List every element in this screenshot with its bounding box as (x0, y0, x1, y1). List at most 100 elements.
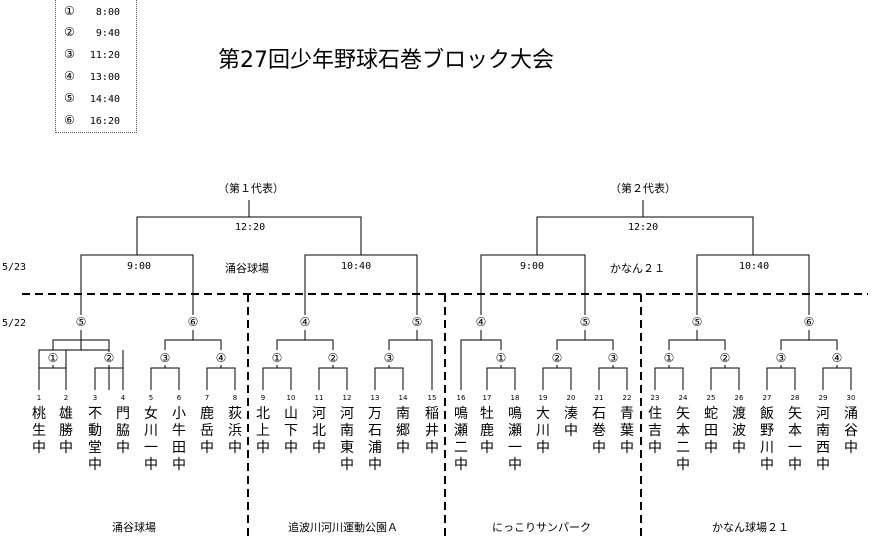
team-index: 22 (622, 394, 632, 402)
team-name: 石巻中 (592, 406, 606, 456)
team-name: 涌谷中 (844, 406, 858, 456)
team-name: 蛇田中 (704, 406, 718, 456)
game-number: ⑤ (74, 315, 88, 329)
game-number: ② (326, 351, 340, 365)
team-index: 30 (846, 394, 856, 402)
team-name: 住吉中 (648, 406, 662, 456)
team-index: 21 (594, 394, 604, 402)
venue-5-23-right: かなん２１ (610, 262, 665, 275)
team-name: 牡鹿中 (480, 406, 494, 456)
team-index: 15 (427, 394, 437, 402)
game-number: ② (102, 351, 116, 365)
semi-time: 10:40 (341, 261, 372, 272)
game-number: ③ (158, 351, 172, 365)
team-index: 25 (706, 394, 716, 402)
team-name: 北上中 (256, 406, 270, 456)
final-time-1: 12:20 (235, 222, 266, 233)
venue-label: 涌谷球場 (112, 521, 156, 534)
game-number: ④ (214, 351, 228, 365)
team-name: 河南東中 (340, 406, 354, 473)
team-index: 2 (63, 394, 69, 402)
team-name: 河南西中 (816, 406, 830, 473)
team-name: 鳴瀬二中 (454, 406, 468, 473)
game-number: ① (270, 351, 284, 365)
team-name: 桃生中 (32, 406, 46, 456)
venue-label: 追波川河川運動公園Ａ (288, 521, 398, 534)
team-index: 13 (370, 394, 380, 402)
rep-2-label: （第２代表） (610, 182, 676, 195)
team-index: 28 (790, 394, 800, 402)
team-index: 4 (120, 394, 126, 402)
team-index: 1 (36, 394, 42, 402)
team-name: 湊中 (564, 406, 578, 439)
team-index: 17 (482, 394, 492, 402)
final-time-2: 12:20 (628, 222, 659, 233)
team-index: 8 (232, 394, 238, 402)
game-number: ③ (774, 351, 788, 365)
page-title: 第27回少年野球石巻ブロック大会 (218, 48, 554, 73)
game-number: ① (662, 351, 676, 365)
game-number: ③ (606, 351, 620, 365)
team-name: 矢本一中 (788, 406, 802, 473)
rep-1-label: （第１代表） (218, 182, 284, 195)
team-index: 7 (204, 394, 210, 402)
team-index: 3 (92, 394, 98, 402)
team-name: 女川一中 (144, 406, 158, 473)
team-name: 河北中 (312, 406, 326, 456)
team-index: 11 (314, 394, 324, 402)
team-index: 20 (566, 394, 576, 402)
team-index: 12 (342, 394, 352, 402)
team-index: 5 (148, 394, 154, 402)
team-index: 16 (456, 394, 466, 402)
team-name: 南郷中 (396, 406, 410, 456)
game-number: ⑤ (410, 315, 424, 329)
venue-label: かなん球場２１ (712, 521, 789, 534)
venue-label: にっこりサンパーク (492, 521, 591, 534)
team-name: 万石浦中 (368, 406, 382, 473)
team-name: 山下中 (284, 406, 298, 456)
team-name: 大川中 (536, 406, 550, 456)
team-name: 青葉中 (620, 406, 634, 456)
team-index: 27 (762, 394, 772, 402)
team-index: 6 (176, 394, 182, 402)
game-number: ① (46, 351, 60, 365)
date-5-23: 5/23 (2, 262, 27, 273)
semi-time: 9:00 (127, 261, 152, 272)
team-index: 19 (538, 394, 548, 402)
team-name: 門脇中 (116, 406, 130, 456)
game-number: ⑤ (578, 315, 592, 329)
game-number: ② (718, 351, 732, 365)
team-index: 23 (650, 394, 660, 402)
game-number: ③ (382, 351, 396, 365)
team-index: 18 (510, 394, 520, 402)
team-name: 飯野川中 (760, 406, 774, 473)
game-number: ⑥ (802, 315, 816, 329)
venue-5-23-left: 涌谷球場 (225, 262, 269, 275)
game-number: ① (494, 351, 508, 365)
team-index: 29 (818, 394, 828, 402)
team-name: 鳴瀬一中 (508, 406, 522, 473)
game-number: ⑥ (186, 315, 200, 329)
team-name: 雄勝中 (59, 406, 73, 456)
team-index: 10 (286, 394, 296, 402)
team-name: 鹿岳中 (200, 406, 214, 456)
semi-time: 9:00 (520, 261, 545, 272)
game-number: ④ (298, 315, 312, 329)
game-number: ④ (474, 315, 488, 329)
team-index: 14 (398, 394, 408, 402)
game-number: ④ (830, 351, 844, 365)
game-number: ② (550, 351, 564, 365)
team-name: 小牛田中 (172, 406, 186, 473)
date-5-22: 5/22 (2, 318, 27, 329)
team-name: 稲井中 (425, 406, 439, 456)
game-number: ⑤ (690, 315, 704, 329)
team-index: 26 (734, 394, 744, 402)
semi-time: 10:40 (739, 261, 770, 272)
